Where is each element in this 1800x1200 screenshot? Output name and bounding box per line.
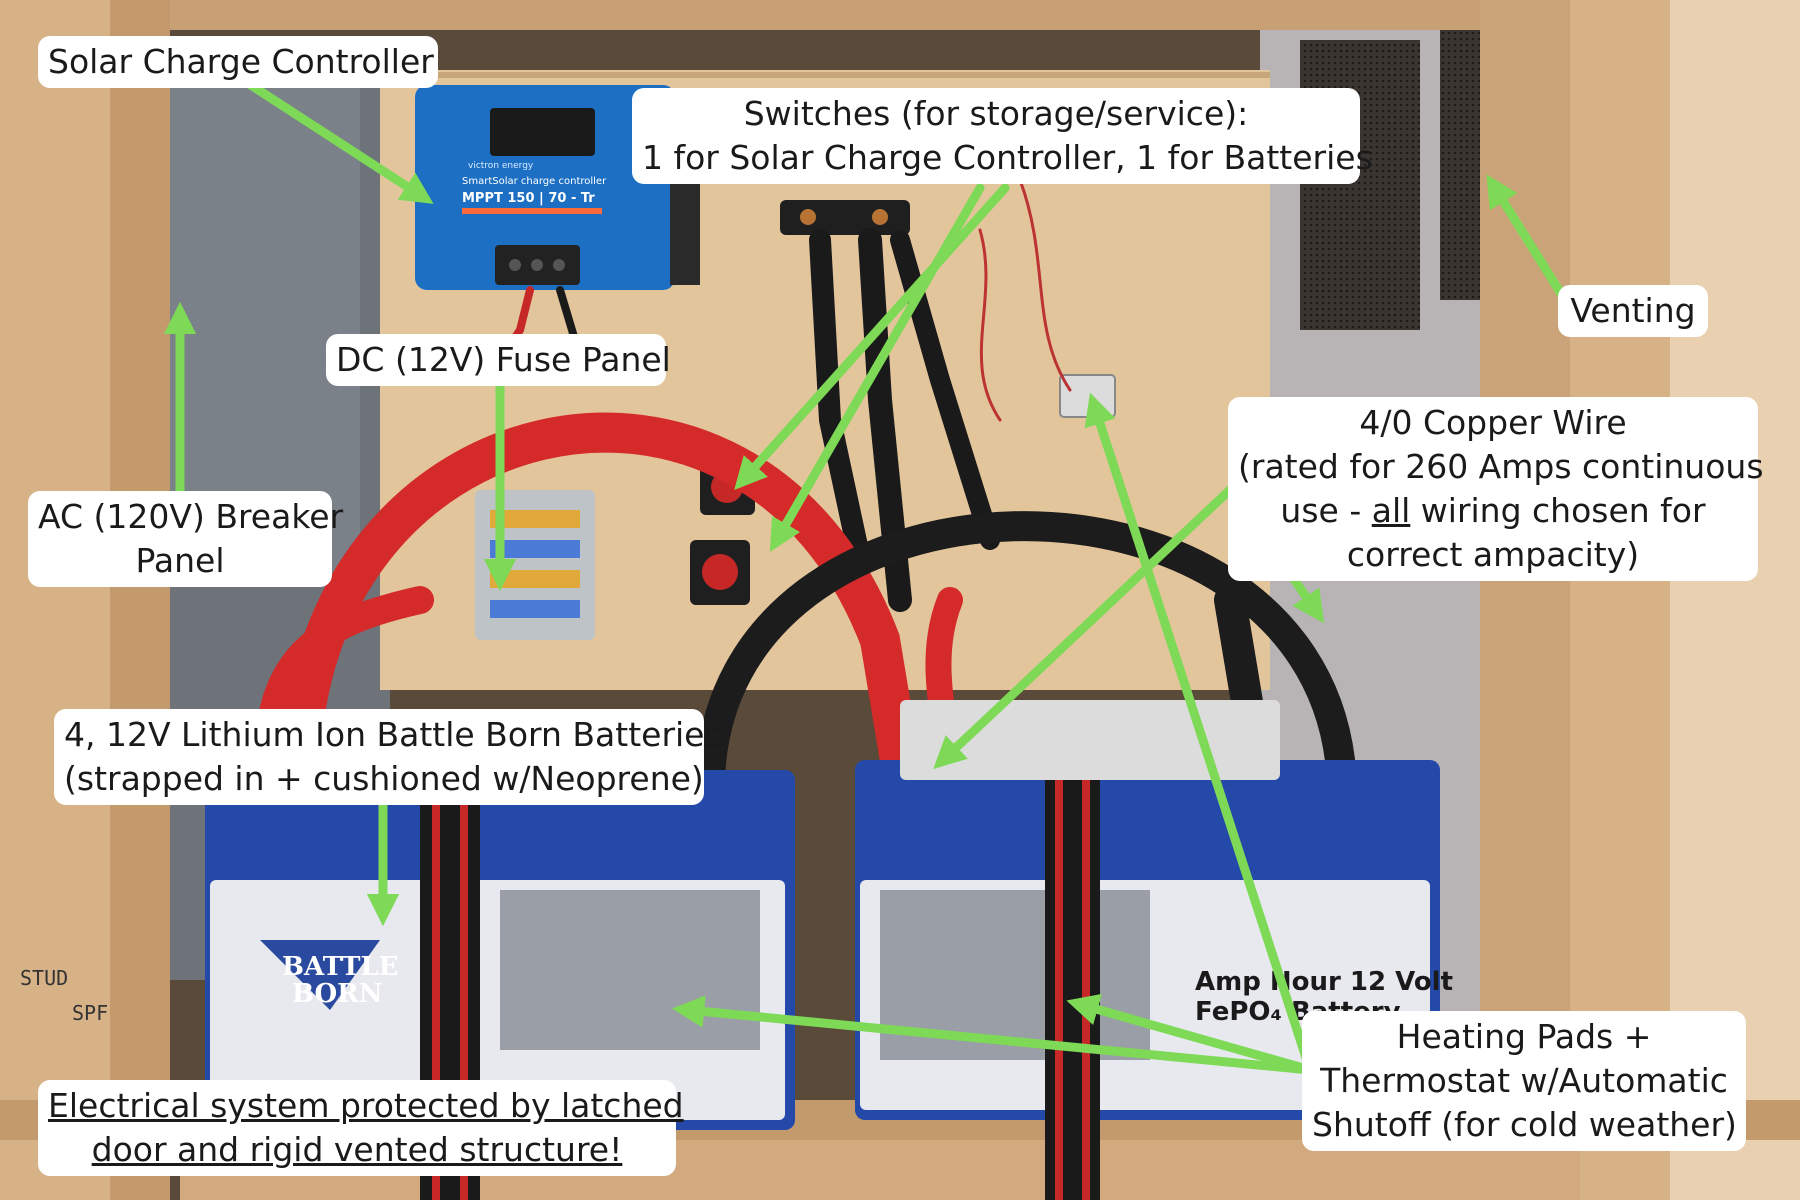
svg-text:SPF: SPF [72, 1001, 108, 1025]
right-stud [1560, 0, 1670, 1200]
callout-protected-structure: Electrical system protected by latched d… [38, 1080, 684, 1176]
arrow-thermostat [1084, 392, 1315, 1075]
callout-solar-charge-controller: Solar Charge Controller [38, 36, 438, 88]
arrow-venting [1486, 174, 1570, 305]
dc-fuse-panel [475, 490, 595, 640]
heating-pad-left [500, 890, 760, 1050]
callout-dc-fuse-panel: DC (12V) Fuse Panel [326, 334, 671, 386]
left-stud [0, 0, 110, 1200]
bus-bar [780, 200, 910, 235]
svg-text:SmartSolar charge controller: SmartSolar charge controller [462, 176, 607, 187]
strap-right [1045, 700, 1100, 1200]
vent-left [1300, 40, 1420, 330]
arrow-heating-pad-left [671, 995, 1315, 1075]
stud-stamp: STUD [20, 966, 68, 990]
arrow-heating-pad-right [1066, 993, 1315, 1075]
battery-rear-label [900, 700, 1280, 780]
callout-heating-pads: Heating Pads + Thermostat w/Automatic Sh… [1302, 1011, 1746, 1151]
callout-copper-wire: 4/0 Copper Wire (rated for 260 Amps cont… [1228, 397, 1764, 581]
battery-switch-bottom [690, 540, 750, 605]
arrow-charge-controller [235, 73, 434, 204]
solar-charge-controller: victron energy SmartSolar charge control… [415, 85, 675, 290]
callout-switches: Switches (for storage/service): 1 for So… [632, 88, 1373, 184]
callout-venting: Venting [1558, 285, 1708, 337]
callout-batteries: 4, 12V Lithium Ion Battle Born Batteries… [54, 709, 722, 805]
thermostat-box [1059, 374, 1116, 418]
svg-text:victron energy: victron energy [468, 161, 534, 171]
svg-text:BATTLE: BATTLE [282, 952, 399, 982]
arrow-switch-bottom [769, 183, 985, 553]
svg-text:BORN: BORN [292, 979, 382, 1009]
svg-text:MPPT 150 | 70 - Tr: MPPT 150 | 70 - Tr [462, 191, 595, 206]
battery-left: BATTLE BORN [205, 770, 795, 1200]
svg-text:Amp Hour 12 Volt: Amp Hour 12 Volt [1195, 967, 1453, 997]
arrow-copper-wire-red [933, 483, 1237, 770]
callout-ac-breaker-panel: AC (120V) Breaker Panel [28, 491, 343, 587]
arrow-switch-top [734, 183, 1010, 491]
